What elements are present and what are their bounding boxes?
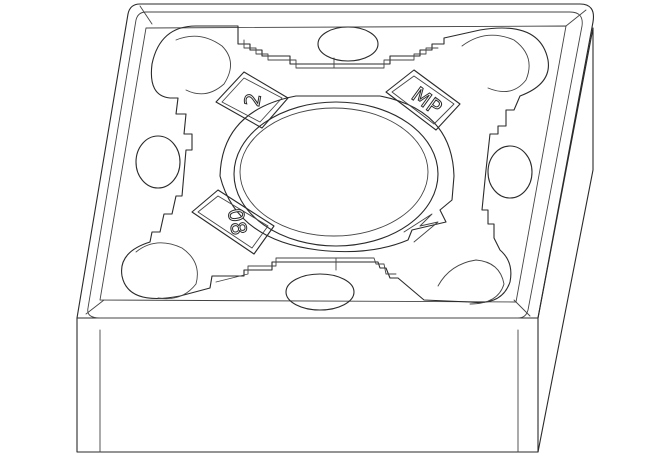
chip-breaker [121,25,549,305]
pad-bottom-left: 08 [191,189,275,255]
corner-line-bl [85,299,105,315]
dimple-left [135,135,181,189]
corner-line-tr [565,9,587,27]
chip-breaker-inner-bottom [215,257,397,283]
hole-notch [403,213,439,243]
top-outer-edge [76,3,595,319]
corner-lobe-br [437,259,505,305]
corner-lobe-tl [175,35,231,95]
corner-line-br [513,299,531,317]
corner-line-tl [139,5,153,25]
insert-body [76,27,594,453]
insert-right-face [537,27,594,453]
insert-top-face [76,3,595,319]
dimple-bottom [285,273,355,311]
center-hole [219,95,455,253]
hole-bore-inner [239,107,429,237]
hole-outer-ring [219,95,455,253]
pad-top-left-outline [215,71,289,129]
marking-right-top-text: MP [407,82,446,120]
dimples [135,26,533,311]
pad-top-right: MP [385,69,461,131]
marking-left-top-text: 2 [240,91,266,108]
chip-breaker-inner-top [243,39,439,69]
pad-top-left: 2 [215,71,289,129]
pad-bottom-left-outline [191,189,275,255]
insert-front-face [76,317,539,453]
hole-bore [233,101,439,247]
top-chamfer-edge [87,11,583,319]
pad-bottom-left-inner [197,195,269,249]
chip-breaker-outer [121,25,549,304]
pad-top-left-inner [221,77,283,123]
top-land-edge [99,25,567,303]
corner-lobe-tr [461,34,530,93]
corner-lobe-bl [135,242,198,300]
dimple-top [317,26,379,62]
pad-top-right-inner [391,75,455,125]
marking-left-bottom-text: 08 [223,207,251,237]
pad-top-right-outline [385,69,461,131]
dimple-right [487,145,533,199]
